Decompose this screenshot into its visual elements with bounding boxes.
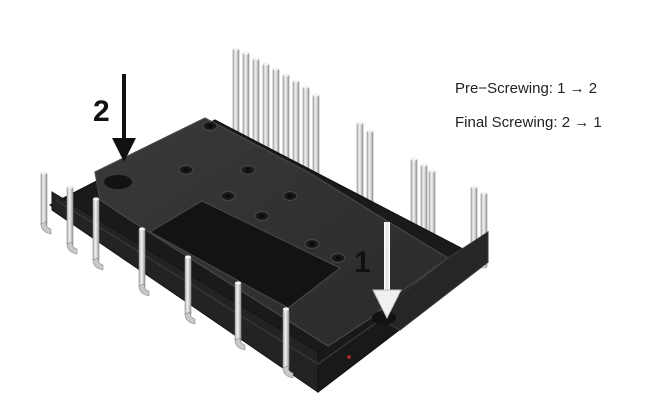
power-module-body [49, 117, 489, 394]
front-pin [138, 227, 150, 297]
red-marker [347, 355, 351, 359]
pre-screwing-note: Pre−Screwing: 1 → 2 [455, 80, 597, 97]
mounting-hole [220, 191, 236, 201]
front-pin [282, 307, 294, 379]
arrow-down-icon [372, 289, 402, 320]
mounting-hole [282, 191, 298, 201]
back-pin [282, 73, 290, 169]
mounting-holes [178, 121, 346, 263]
front-pin [40, 171, 52, 235]
back-pin-row [232, 47, 488, 269]
back-pin [420, 163, 428, 247]
mounting-hole [330, 253, 346, 263]
arrow-down-icon [112, 138, 136, 162]
front-pin [184, 255, 196, 325]
mounting-hole [304, 239, 320, 249]
final-screwing-note: Final Screwing: 2 → 1 [455, 114, 602, 131]
back-pin [356, 121, 364, 207]
back-pin [272, 67, 280, 163]
front-pin [66, 185, 78, 255]
mounting-hole [254, 211, 270, 221]
back-pin [242, 51, 250, 146]
back-pin [262, 62, 270, 157]
back-pin [232, 47, 240, 139]
front-pin [92, 197, 104, 271]
screw-arrow-2: 2 [93, 74, 136, 162]
screw-notch-right [372, 311, 396, 325]
back-pin [252, 57, 260, 151]
front-pin-row [40, 171, 294, 379]
recessed-window [148, 200, 341, 309]
screw-label-2: 2 [93, 95, 110, 128]
screw-label-1: 1 [354, 246, 371, 279]
mounting-hole [202, 121, 218, 131]
screw-notch-left [104, 175, 132, 189]
mounting-hole [178, 165, 194, 175]
screw-arrow-1: 1 [354, 222, 402, 320]
front-pin [234, 281, 246, 351]
mounting-hole [240, 165, 256, 175]
back-pin [292, 79, 300, 175]
